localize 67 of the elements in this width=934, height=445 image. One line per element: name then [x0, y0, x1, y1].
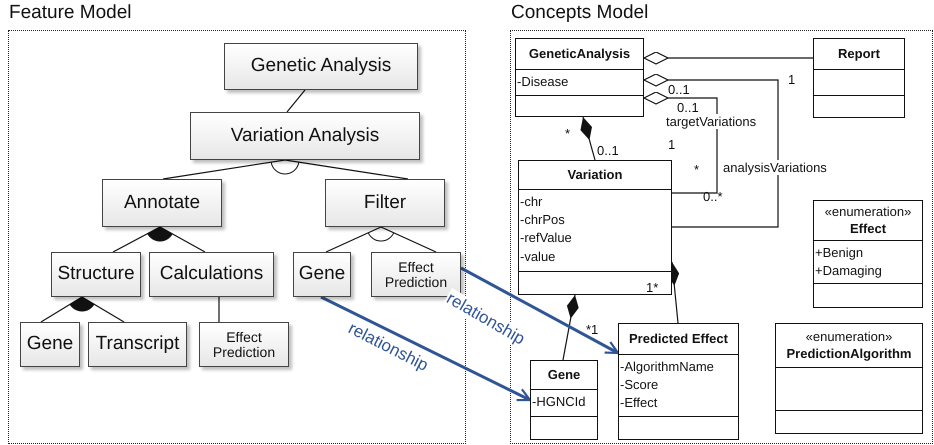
multiplicity-label: 1 [788, 72, 796, 87]
multiplicity-label: 1 [668, 137, 676, 152]
connector-line [643, 73, 779, 228]
multiplicity-label: * [694, 162, 700, 177]
connector-line [562, 294, 579, 360]
attribute-text: -HGNCId [532, 393, 586, 411]
multiplicity-label: 0..1 [668, 82, 690, 97]
class-box [813, 200, 923, 308]
class-box [530, 360, 598, 440]
stereotype-label: «enumeration» [806, 328, 892, 346]
multiplicity-label: 1* [646, 280, 658, 295]
class-name: PredictionAlgorithm [786, 346, 912, 362]
arrow [460, 266, 620, 354]
panel-heading: Feature Model [9, 2, 132, 24]
multiplicity-label: * [565, 126, 570, 141]
attribute-text: -Score [620, 376, 658, 394]
attribute-text: -chr [520, 193, 542, 211]
connector-line [159, 226, 206, 253]
attribute-text: -value [520, 248, 556, 266]
class-name: Gene [548, 366, 580, 384]
connector-line [40, 296, 83, 323]
connector-line [643, 51, 813, 65]
attribute-text: -refValue [520, 229, 572, 248]
feature-box: Variation Analysis [190, 112, 420, 160]
multiplicity-label: 0..1 [677, 100, 699, 115]
edge-label: analysisVariations [722, 160, 828, 175]
class-name: Effect [850, 220, 886, 238]
class-name: Report [838, 46, 880, 62]
connector-line [162, 159, 286, 180]
feature-box: Calculations [149, 252, 274, 297]
connector-line [112, 226, 160, 253]
edge-label: targetVariations [665, 114, 758, 129]
attribute-text: -chrPos [520, 211, 565, 230]
connector-line [218, 297, 220, 322]
feature-box: Structure [51, 252, 141, 297]
feature-box: Annotate [102, 179, 222, 227]
feature-box: Transcript [88, 322, 187, 367]
feature-box: Filter [325, 179, 445, 227]
connector-line [286, 90, 306, 112]
connector-line [284, 159, 408, 180]
panel-heading: Concepts Model [511, 2, 648, 24]
class-box [813, 38, 905, 118]
class-name: GeneticAnalysis [528, 46, 630, 62]
attribute-text: -Disease [517, 73, 568, 91]
feature-box: Genetic Analysis [224, 43, 418, 90]
connector-line [643, 91, 718, 194]
feature-box: Effect Prediction [199, 322, 289, 367]
class-name: Variation [568, 166, 622, 184]
multiplicity-label: 0..1 [597, 143, 619, 158]
stereotype-label: «enumeration» [824, 204, 912, 220]
arrow [320, 296, 532, 402]
class-box [775, 323, 923, 434]
feature-box: Gene [293, 252, 351, 297]
connector-line [380, 226, 436, 253]
class-box [515, 38, 644, 117]
attribute-text: +Damaging [815, 262, 882, 280]
attribute-text: -AlgorithmName [620, 358, 714, 376]
class-box [618, 323, 739, 440]
attribute-text: -Effect [620, 394, 658, 412]
connector-line [326, 226, 382, 253]
multiplicity-label: *1 [586, 322, 598, 337]
class-box [518, 160, 672, 295]
connector-line [82, 296, 124, 323]
attribute-text: +Benign [815, 244, 864, 262]
feature-box: Gene [20, 322, 80, 367]
connector-line [580, 116, 596, 160]
class-name: Predicted Effect [629, 330, 728, 348]
